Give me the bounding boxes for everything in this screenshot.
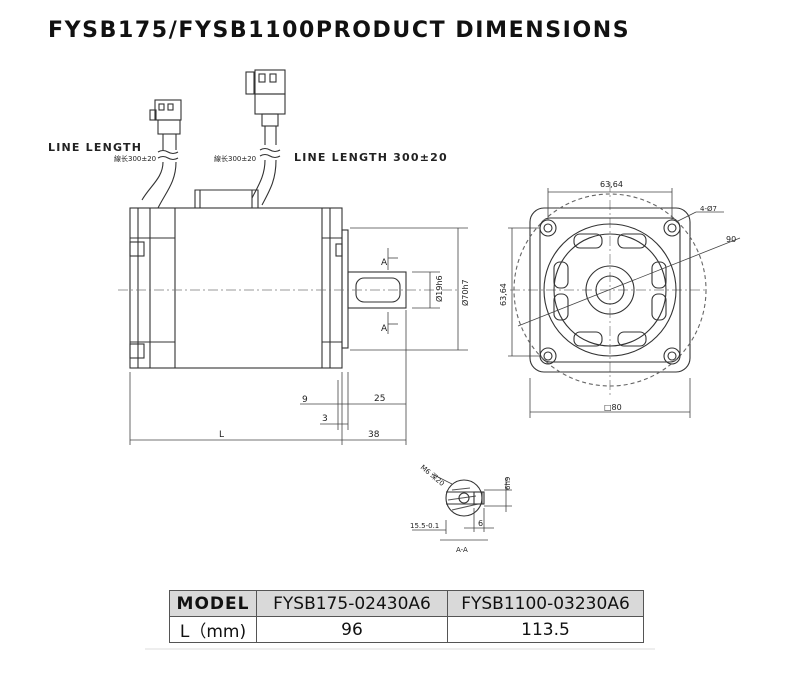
table-header-row: MODEL FYSB175-02430A6 FYSB1100-03230A6	[169, 590, 644, 617]
cable-break-left	[157, 149, 179, 161]
table-cell-value-1: 96	[256, 616, 448, 643]
cable-break-right	[259, 147, 281, 159]
section-mark-bottom: A	[381, 324, 388, 334]
front-holes-label: 4-Ø7	[700, 205, 717, 213]
motor-side-view	[129, 189, 407, 369]
table-row-label: L（mm)	[169, 616, 257, 643]
model-spec-table: MODEL FYSB175-02430A6 FYSB1100-03230A6 L…	[169, 590, 644, 643]
table-row: L（mm) 96 113.5	[169, 616, 644, 643]
cable-mark-left: 線长300±20	[114, 154, 156, 163]
dim-L-label: L	[219, 430, 224, 440]
front-dim-bottom-label: □80	[604, 403, 622, 412]
line-length-left-label: LINE LENGTH	[48, 141, 142, 154]
section-thread-label: M6 深20	[419, 463, 447, 488]
table-header-model-1: FYSB175-02430A6	[256, 590, 448, 617]
line-length-right-label: LINE LENGTH 300±20	[294, 151, 448, 164]
section-width-label: 6	[478, 519, 483, 528]
shaft-diameter-label: Ø19h6	[434, 275, 444, 302]
page-title: FYSB175/FYSB1100PRODUCT DIMENSIONS	[48, 18, 631, 43]
motor-front-view	[513, 193, 707, 387]
table-header-model-2: FYSB1100-03230A6	[447, 590, 644, 617]
table-cell-value-2: 113.5	[447, 616, 644, 643]
shaft-section-view	[445, 479, 485, 517]
front-circle-label: 90	[726, 235, 736, 244]
section-view-label: A-A	[456, 546, 468, 554]
section-mark-top: A	[381, 258, 388, 268]
section-key-label: 6h9	[504, 477, 512, 490]
cable-mark-right: 線长300±20	[214, 154, 256, 163]
dim-3-label: 3	[322, 414, 328, 424]
divider	[145, 648, 655, 650]
table-header-label: MODEL	[169, 590, 257, 617]
pilot-diameter-label: Ø70h7	[460, 279, 470, 306]
dim-38-label: 38	[368, 430, 380, 440]
front-dim-side-label: 63,64	[499, 283, 508, 306]
section-depth-label: 15.5-0.1	[410, 522, 439, 530]
dim-9-label: 9	[302, 395, 308, 405]
connector-left	[149, 99, 182, 150]
dim-25-label: 25	[374, 394, 385, 404]
connector-right	[245, 69, 286, 145]
front-dim-top-label: 63,64	[600, 180, 623, 189]
